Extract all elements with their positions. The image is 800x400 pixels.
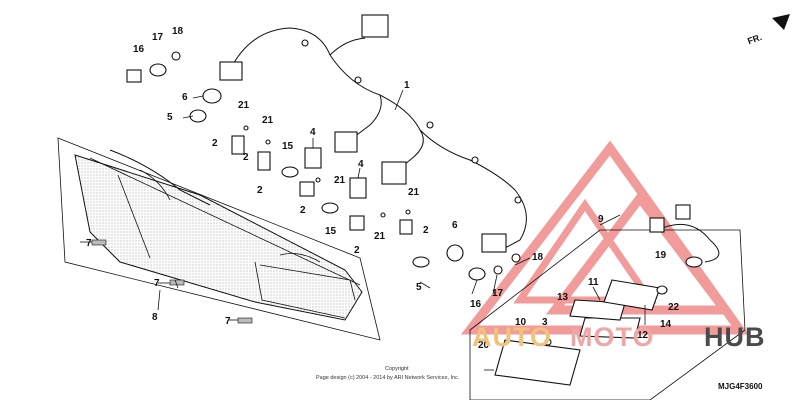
- callout-17: 17: [492, 288, 504, 299]
- callout-8: 8: [152, 312, 158, 323]
- callout-21: 21: [374, 231, 386, 242]
- direction-label: FR.: [746, 32, 763, 46]
- connector: [219, 61, 243, 81]
- socket: [202, 88, 222, 104]
- bracket: [349, 215, 365, 231]
- svg-text:HUB: HUB: [704, 322, 766, 352]
- callout-22: 22: [668, 302, 680, 313]
- callout-2: 2: [243, 152, 249, 163]
- callout-6: 6: [452, 220, 458, 231]
- connector: [481, 233, 507, 253]
- callout-11: 11: [588, 277, 599, 288]
- diagram-code: MJG4F3600: [718, 382, 763, 391]
- assembly-box-outline: [57, 137, 381, 341]
- callout-2: 2: [354, 245, 360, 256]
- leader-lines: [157, 89, 646, 325]
- gasket: [189, 109, 207, 123]
- callout-7: 7: [154, 278, 160, 289]
- callout-2: 2: [212, 138, 218, 149]
- callout-2: 2: [423, 225, 429, 236]
- callout-19: 19: [655, 250, 667, 261]
- callout-17: 17: [152, 32, 164, 43]
- bracket: [257, 151, 271, 171]
- gasket: [412, 256, 430, 268]
- svg-text:AUTO: AUTO: [472, 322, 552, 352]
- callout-5: 5: [416, 282, 422, 293]
- callout-20: 20: [478, 340, 490, 351]
- callout-18: 18: [532, 252, 544, 263]
- svg-text:MOTO: MOTO: [570, 322, 655, 352]
- callout-2: 2: [300, 205, 306, 216]
- callout-15: 15: [325, 226, 337, 237]
- callout-6: 6: [182, 92, 188, 103]
- bulb: [493, 265, 503, 275]
- copyright-line1: Copyright: [385, 366, 409, 372]
- connector: [361, 14, 389, 38]
- callout-12: 12: [637, 330, 649, 341]
- socket: [126, 69, 142, 83]
- gasket: [321, 202, 339, 214]
- grommet: [149, 63, 167, 77]
- copyright-line2: Page design (c) 2004 - 2014 by ARI Netwo…: [316, 375, 460, 381]
- callout-5: 5: [167, 112, 173, 123]
- grommet: [468, 267, 486, 281]
- tail-light-assembly: [57, 137, 381, 341]
- callout-16: 16: [133, 44, 145, 55]
- callout-10: 10: [515, 317, 527, 328]
- callout-18: 18: [172, 26, 184, 37]
- callout-4: 4: [358, 159, 364, 170]
- bracket: [399, 219, 413, 235]
- callout-16: 16: [470, 299, 482, 310]
- callout-9: 9: [598, 214, 604, 225]
- bracket: [299, 181, 315, 197]
- callout-7: 7: [225, 316, 231, 327]
- callout-15: 15: [282, 141, 294, 152]
- callout-21: 21: [238, 100, 250, 111]
- callout-13: 13: [557, 292, 569, 303]
- bulb: [171, 51, 181, 61]
- callout-21: 21: [408, 187, 420, 198]
- small-parts: [126, 51, 521, 281]
- assembly-box-outline: [469, 229, 746, 400]
- callout-7: 7: [86, 238, 92, 249]
- connector: [381, 161, 407, 185]
- callout-1: 1: [404, 80, 410, 91]
- socket: [446, 244, 464, 262]
- callout-labels: 1 2 2 2 2 2 2 3 4 4 5 5 6 6 7 7 7 8 9 10…: [86, 26, 680, 351]
- socket: [349, 177, 367, 199]
- callout-21: 21: [334, 175, 346, 186]
- bulb: [511, 253, 521, 263]
- bracket: [231, 135, 245, 155]
- reflector-strip: [91, 239, 107, 246]
- callout-2: 2: [257, 185, 263, 196]
- socket: [304, 147, 322, 169]
- callout-21: 21: [262, 115, 274, 126]
- reflector-strip: [237, 317, 253, 324]
- wire-harness: [219, 14, 527, 253]
- callout-3: 3: [542, 317, 548, 328]
- watermark-text: AUTO MOTO HUB: [472, 322, 766, 352]
- callout-4: 4: [310, 127, 316, 138]
- license-light-housing: [494, 339, 581, 386]
- connector: [334, 131, 358, 153]
- license-light-group: [469, 204, 746, 400]
- gasket: [281, 166, 299, 178]
- footer-text: Copyright Page design (c) 2004 - 2014 by…: [316, 366, 763, 391]
- callout-14: 14: [660, 319, 672, 330]
- front-direction-indicator: FR.: [746, 14, 790, 46]
